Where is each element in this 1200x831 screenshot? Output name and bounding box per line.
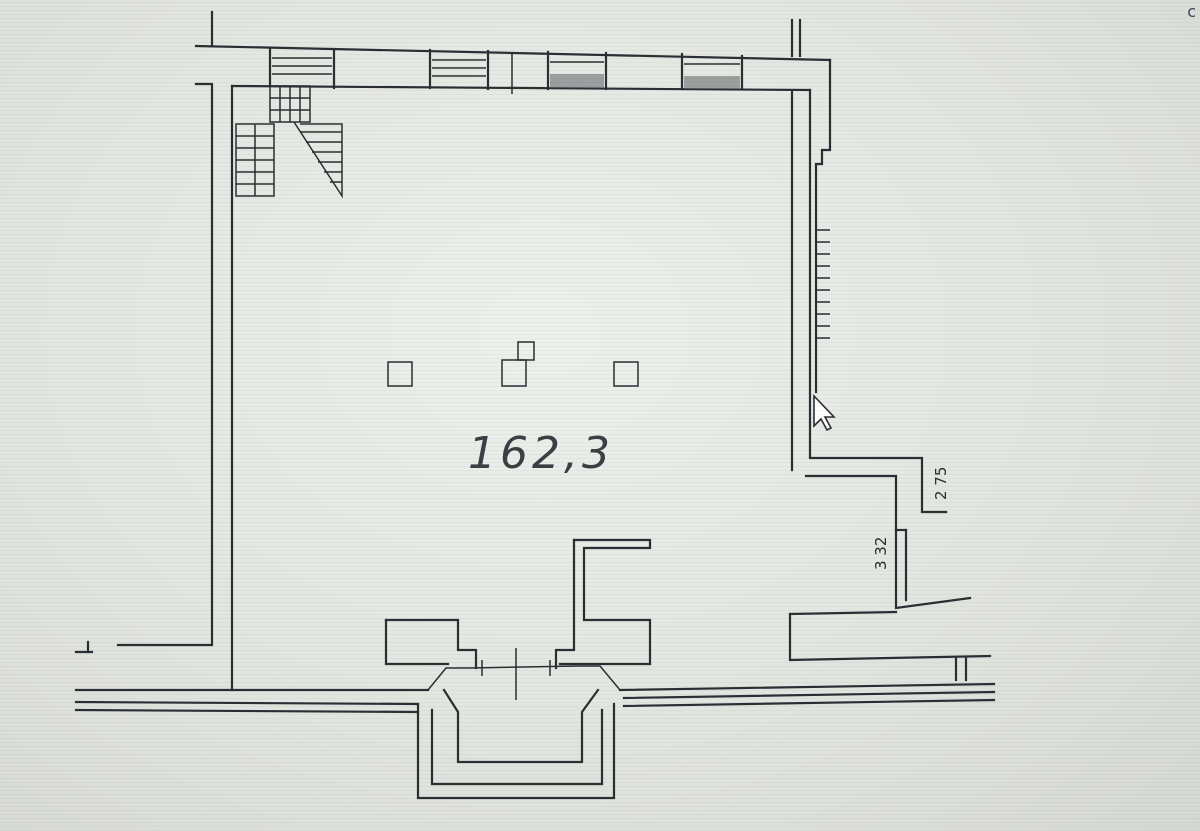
column-2 — [501, 359, 527, 387]
staircase — [235, 85, 343, 199]
pointer-arrow-icon — [813, 394, 836, 432]
corner-glyph: c — [1187, 2, 1196, 21]
column-3 — [613, 361, 639, 387]
columns — [387, 341, 639, 387]
room-area-label: 162,3 — [468, 428, 614, 479]
bottom-partitions — [384, 538, 652, 670]
window-panes — [272, 52, 740, 94]
column-1 — [387, 361, 413, 387]
bottom-wall — [74, 682, 996, 714]
bottom-right-wall — [788, 610, 992, 682]
top-wall — [194, 10, 832, 92]
radiator — [816, 229, 830, 339]
dimension-label-1: 3 32 — [872, 537, 890, 570]
dimension-label-2: 2 75 — [932, 467, 950, 500]
right-wall — [790, 58, 972, 610]
entrance-vestibule — [416, 648, 621, 800]
left-wall — [74, 82, 234, 692]
